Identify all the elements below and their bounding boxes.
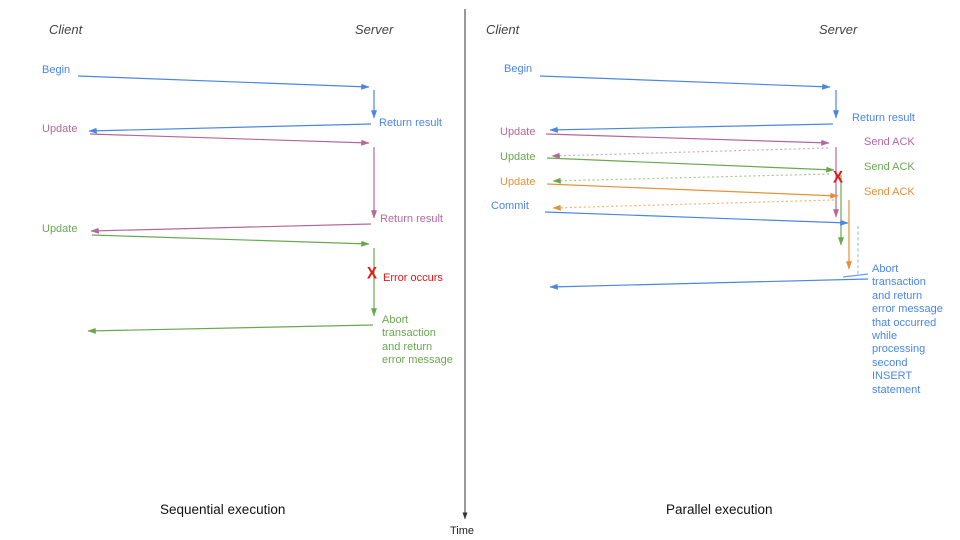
right-error-x-icon: X xyxy=(833,168,844,187)
left-server-label: Server xyxy=(355,22,394,37)
right-caption: Parallel execution xyxy=(666,502,773,517)
right-send-ack-2-label: Send ACK xyxy=(864,161,915,173)
right-update-3-label: Update xyxy=(500,176,536,188)
right-update-1-arrow xyxy=(545,133,830,146)
right-update-2-label: Update xyxy=(500,151,536,163)
right-begin-label: Begin xyxy=(504,63,533,75)
right-return-result-arrow xyxy=(549,123,834,133)
left-update-2-arrow xyxy=(91,234,370,247)
left-begin-arrow xyxy=(77,75,370,90)
right-send-ack-1-label: Send ACK xyxy=(864,136,915,148)
right-ack-1-arrow xyxy=(551,147,829,159)
right-ack-2-arrow xyxy=(552,173,830,184)
left-update-1-arrow xyxy=(89,133,370,146)
left-update-1-label: Update xyxy=(42,123,78,135)
left-error-x-icon: X xyxy=(367,264,378,283)
right-abort-text: Abort transaction and return error messa… xyxy=(872,263,943,396)
right-return-result-label: Return result xyxy=(852,112,915,124)
right-update-2-arrow xyxy=(546,157,835,173)
right-abort-arrow xyxy=(549,278,869,290)
left-return-result-2-arrow xyxy=(90,223,372,234)
left-abort-arrow xyxy=(87,324,374,334)
left-client-label: Client xyxy=(49,22,83,37)
right-server-label: Server xyxy=(819,22,858,37)
left-error-label: Error occurs xyxy=(383,272,443,284)
left-abort-text: Abort transaction and return error messa… xyxy=(382,314,453,367)
left-return-result-1-arrow xyxy=(88,123,372,134)
right-commit-arrow xyxy=(544,211,849,226)
right-abort-tick xyxy=(842,273,869,278)
right-client-label: Client xyxy=(486,22,520,37)
right-update-1-label: Update xyxy=(500,126,536,138)
right-begin-arrow xyxy=(539,75,831,90)
time-axis-label: Time xyxy=(450,525,475,537)
right-update-3-arrow xyxy=(546,183,839,199)
left-caption: Sequential execution xyxy=(160,502,286,517)
left-update-2-label: Update xyxy=(42,223,78,235)
right-commit-label: Commit xyxy=(491,200,529,212)
right-send-ack-3-label: Send ACK xyxy=(864,186,915,198)
left-return-result-2-label: Return result xyxy=(380,213,443,225)
right-ack-3-arrow xyxy=(552,199,835,211)
left-return-result-1-label: Return result xyxy=(379,117,442,129)
left-begin-label: Begin xyxy=(42,64,71,76)
